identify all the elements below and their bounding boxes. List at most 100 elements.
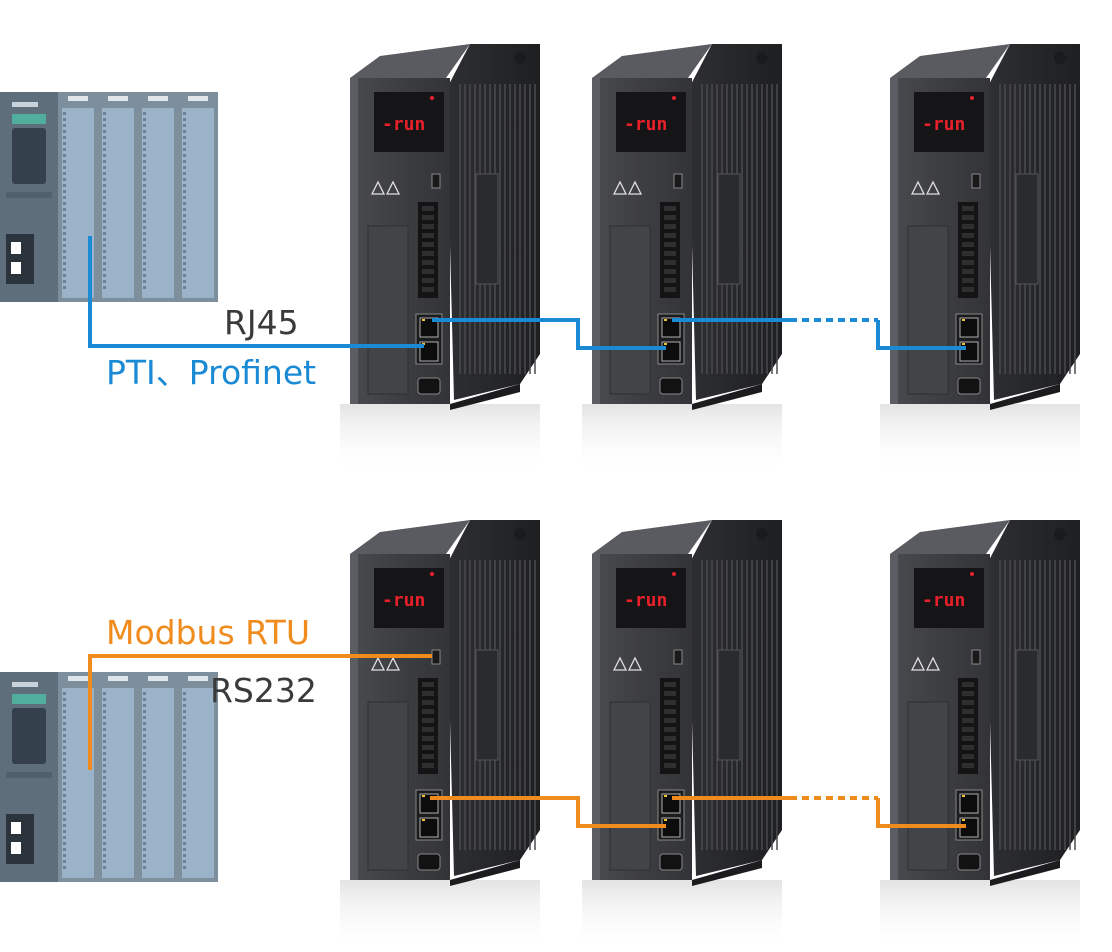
plc-io-label: [188, 676, 208, 681]
io-terminal-pin: [664, 754, 676, 759]
drive-display-text: -run: [922, 590, 965, 611]
drive-foot: [990, 384, 1060, 410]
io-terminal-pin: [422, 754, 434, 759]
plc-io-terminal: [143, 208, 146, 211]
encoder-port: [659, 377, 683, 395]
encoder-port: [957, 853, 981, 871]
plc-io-terminal: [183, 238, 186, 241]
plc-io-terminal: [63, 124, 66, 127]
plc-io-terminal: [183, 220, 186, 223]
warning-icon: [370, 180, 386, 195]
plc-io-terminal: [143, 202, 146, 205]
drive-cover: [609, 701, 651, 871]
plc-io-label: [108, 676, 128, 681]
plc-io-terminal: [103, 250, 106, 253]
plc-io-terminal: [183, 280, 186, 283]
io-terminal-pin: [422, 718, 434, 723]
io-terminal-pin: [422, 691, 434, 696]
rj45-port: [959, 793, 979, 814]
plc-io-terminal: [63, 238, 66, 241]
plc-io-terminal: [183, 704, 186, 707]
plc-io-terminal: [183, 722, 186, 725]
plc-io-terminal: [63, 800, 66, 803]
io-terminal-pin: [664, 700, 676, 705]
warning-icon: [910, 180, 926, 195]
plc-controller: [0, 92, 218, 302]
encoder-port: [659, 853, 683, 871]
plc-io-terminal: [103, 746, 106, 749]
plc-io-terminal: [63, 256, 66, 259]
plc-io-terminal: [63, 154, 66, 157]
io-terminal-pin: [962, 251, 974, 256]
plc-io-terminal: [183, 124, 186, 127]
warning-icon: [627, 180, 643, 195]
plc-io-terminal: [103, 848, 106, 851]
drive-display-text: -run: [382, 114, 425, 135]
plc-io-terminal: [103, 824, 106, 827]
plc-status-led: [12, 114, 46, 124]
plc-io-terminal: [183, 196, 186, 199]
drive-cover: [907, 225, 949, 395]
io-terminal-pin: [422, 709, 434, 714]
io-terminal-pin: [422, 287, 434, 292]
plc-io-terminal: [183, 782, 186, 785]
plc-io-terminal: [143, 130, 146, 133]
plc-ethernet-port: [11, 822, 21, 834]
rj45-port: [419, 341, 439, 362]
drive-display-dot: [672, 96, 676, 100]
drive-front-edge: [592, 78, 600, 404]
drive-top: [890, 520, 1010, 554]
warning-icon: [612, 656, 628, 671]
io-terminal-pin: [962, 206, 974, 211]
io-terminal-pin: [664, 709, 676, 714]
plc-io-terminal: [183, 740, 186, 743]
plc-io-terminal: [103, 232, 106, 235]
plc-io-terminal: [183, 824, 186, 827]
plc-io-terminal: [183, 842, 186, 845]
rj45-led: [962, 795, 965, 797]
plc-io-terminal: [183, 130, 186, 133]
plc-io-terminal: [103, 112, 106, 115]
plc-io-terminal: [143, 692, 146, 695]
drive-reflection: [880, 404, 1080, 474]
plc-io-terminal: [143, 806, 146, 809]
plc-io-terminal: [103, 740, 106, 743]
rj45-led: [664, 343, 667, 345]
plc-io-terminal: [183, 172, 186, 175]
plc-io-terminal: [103, 752, 106, 755]
io-terminal-pin: [422, 206, 434, 211]
plc-io-terminal: [143, 274, 146, 277]
usb-port: [673, 649, 683, 665]
plc-io-terminal: [183, 118, 186, 121]
drive-display: [914, 92, 984, 152]
plc-io-terminal: [63, 286, 66, 289]
plc-io-terminal: [183, 806, 186, 809]
plc-io-terminal: [103, 136, 106, 139]
plc-io-terminal: [63, 806, 66, 809]
io-terminal-pin: [962, 763, 974, 768]
plc-io-terminal: [143, 262, 146, 265]
plc-io-terminal: [63, 716, 66, 719]
plc-io-terminal: [103, 710, 106, 713]
plc-io-terminal: [143, 268, 146, 271]
plc-io-terminal: [183, 830, 186, 833]
io-terminal-pin: [962, 691, 974, 696]
plc-io-terminal: [63, 722, 66, 725]
plc-io-terminal: [63, 746, 66, 749]
drive-foot: [450, 384, 520, 410]
drive-mount-hole: [756, 528, 768, 540]
plc-io-terminal: [103, 130, 106, 133]
plc-io-terminal: [183, 184, 186, 187]
plc-io-terminal: [103, 196, 106, 199]
io-terminal-pin: [664, 224, 676, 229]
profinet-daisy-chain-1: [432, 318, 666, 350]
plc-io-terminal: [143, 764, 146, 767]
encoder-port: [417, 853, 441, 871]
plc-io-terminal: [63, 142, 66, 145]
plc-io-terminal: [63, 830, 66, 833]
plc-io-terminal: [143, 250, 146, 253]
plc-io-terminal: [143, 758, 146, 761]
plc-io-terminal: [63, 220, 66, 223]
plc-io-terminal: [143, 124, 146, 127]
plc-io-terminal: [63, 148, 66, 151]
